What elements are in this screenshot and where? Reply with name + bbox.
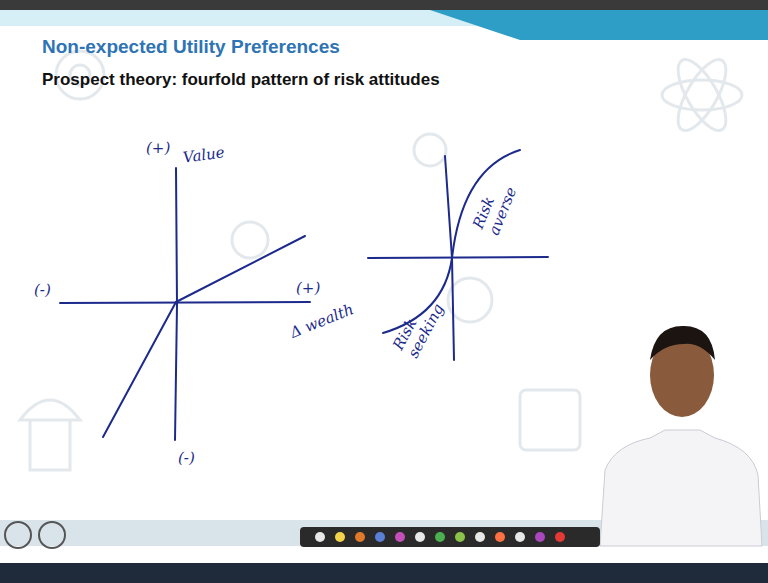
top-wedge <box>430 10 768 40</box>
wealth-axis <box>60 302 310 303</box>
atom-icon <box>669 53 735 137</box>
wealth-axis <box>368 257 548 258</box>
region-label: Risk seeking <box>390 292 447 360</box>
logo <box>39 522 65 548</box>
helmet-icon <box>20 400 80 470</box>
axis-label: Value <box>182 144 226 166</box>
toolbar-buttons <box>315 532 565 542</box>
gain-line <box>176 236 305 302</box>
slide-subtitle: Prospect theory: fourfold pattern of ris… <box>42 70 440 90</box>
tool-icon <box>448 278 492 322</box>
atom-icon <box>669 53 735 137</box>
tool-icon <box>232 222 268 258</box>
tool-icon <box>414 134 446 166</box>
axis-sign: (+) <box>296 280 320 297</box>
axis-sign: (+) <box>146 140 170 157</box>
flask-icon <box>520 390 580 450</box>
presenter-shirt <box>600 430 762 546</box>
presenter <box>600 326 762 546</box>
logo <box>5 522 31 548</box>
pen-toolbar <box>300 527 600 547</box>
presenter-hair <box>650 326 715 360</box>
taskbar <box>0 563 768 583</box>
axis-sign: (-) <box>178 450 195 467</box>
background-icons <box>20 51 742 470</box>
loss-line <box>103 302 176 437</box>
axis-label: Δ wealth <box>288 301 356 341</box>
slide-title: Non-expected Utility Preferences <box>42 36 340 58</box>
top-strip <box>0 0 768 10</box>
axis-sign: (-) <box>34 282 51 299</box>
hand-drawing <box>60 150 548 440</box>
atom-icon <box>662 80 742 110</box>
